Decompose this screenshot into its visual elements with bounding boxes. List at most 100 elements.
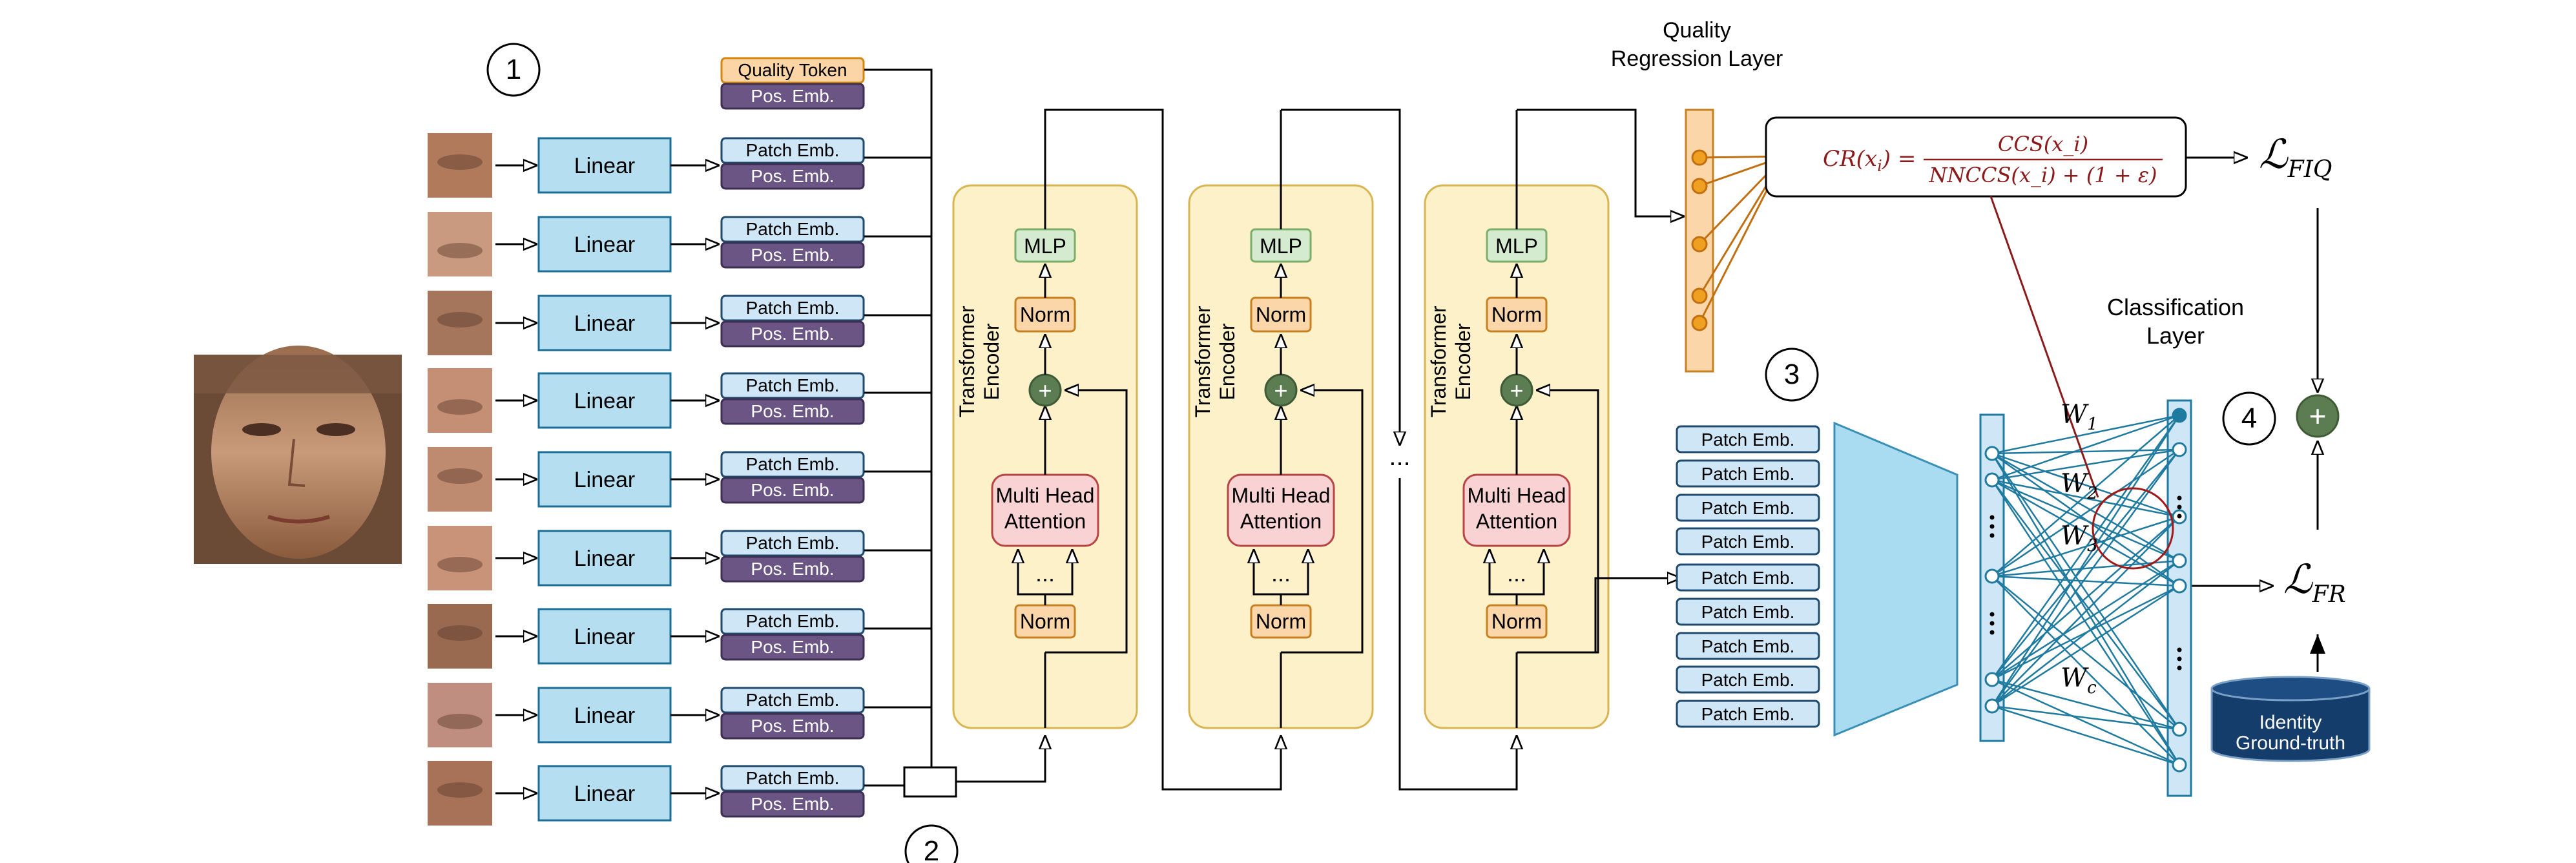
face-patch-feature-5 [437,468,483,484]
encoder-label-1: TransformerEncoder [955,306,1003,417]
linear-box-9 [537,765,672,822]
linear-projection-column: LinearLinearLinearLinearLinearLinearLine… [495,137,672,822]
face-patch-4 [428,368,492,433]
output-patch-emb-box-5 [1676,563,1820,592]
network-edge-5-7 [1991,705,2180,766]
network-edge-4-6 [1991,678,2180,731]
encoder-3-attention-label-1: Multi Head [1468,484,1566,507]
pos-emb-label-9: Pos. Emb. [751,794,834,814]
pos-emb-box-2 [720,242,865,269]
encoder-3-norm-top-label: Norm [1491,303,1542,326]
input-face-image [194,346,402,564]
encoder-1-mlp-label: MLP [1024,234,1066,258]
quality-weight-link [1989,196,2099,498]
linear-label-8: Linear [574,703,636,728]
pos-emb-box-8 [720,712,865,740]
network-edge-5-1 [1991,415,2181,707]
encoder-3-residual [1517,390,1599,654]
encoder-1-attn-input-2 [1044,549,1072,605]
network-edge-2-5 [1991,479,2180,587]
weight-2-symbol: W [2061,469,2089,499]
pos-emb-label-8: Pos. Emb. [751,716,834,736]
svg-text:ℒFR: ℒFR [2283,556,2346,608]
encoder-label-2: TransformerEncoder [1191,306,1239,417]
network-ellipsis-dot-1-2 [1989,524,1995,529]
step-1-label: 1 [506,54,521,85]
pos-emb-box-5 [720,477,865,504]
feature-node-4 [1984,672,2000,687]
identity-label-2: Ground-truth [2236,733,2345,754]
encoder-1-attn-ellipsis: ... [1035,560,1055,587]
network-edge-2-1 [1991,414,2180,481]
encoder-2-plus-label: + [1274,377,1287,404]
encoder-3-mlp-label: MLP [1495,234,1538,258]
network-ellipsis-dot-4-2 [2177,656,2182,661]
class-node-7 [2172,757,2187,773]
classification-network [1979,399,2192,797]
face-patch-5 [428,447,492,512]
network-ellipsis-dot-3-1 [2177,495,2182,501]
identity-ground-truth-database: Identity Ground-truth [2210,634,2371,762]
face-patch-6 [428,526,492,590]
pos-emb-box-9 [720,791,865,818]
patch-emb-box-3 [720,295,865,322]
feature-projection-trapezoid [1833,421,1958,737]
step-4-label: 4 [2241,402,2257,434]
svg-text:W2: W2 [2061,469,2098,503]
encoder-2-attention-label-2: Attention [1240,510,1322,533]
pos-emb-label-4: Pos. Emb. [751,401,834,421]
pos-emb-box-3 [720,320,865,348]
loss-fiq-symbol: ℒ [2259,130,2289,178]
formula-denominator: NNCCS(x_i) + (1 + ε) [1929,163,2157,187]
face-patch-feature-1 [437,154,483,170]
network-edge-4-2 [1991,449,2180,680]
patch-emb-label-6: Patch Emb. [746,533,840,553]
patch-emb-label-9: Patch Emb. [746,768,840,788]
formula-lhs-sub: i [1877,157,1882,175]
output-patch-emb-label-8: Patch Emb. [1701,670,1795,690]
encoder-3-attn-input-2 [1515,549,1544,605]
pos-emb-label-2: Pos. Emb. [751,245,834,265]
quality-node-3 [1691,236,1708,253]
quality-node-1 [1691,149,1708,166]
network-ellipsis-dot-3-2 [2177,504,2182,510]
pos-emb-label-6: Pos. Emb. [751,559,834,579]
linear-label-6: Linear [574,546,636,571]
encoder-1-attention-label-1: Multi Head [996,484,1095,507]
linear-label-3: Linear [574,311,636,336]
output-patch-emb-label-9: Patch Emb. [1701,704,1795,724]
network-ellipsis-dot-2-1 [1989,612,1995,617]
patch-emb-label-7: Patch Emb. [746,611,840,631]
patch-emb-label-2: Patch Emb. [746,219,840,239]
network-edge-5-2 [1991,449,2181,707]
linear-label-2: Linear [574,233,636,257]
linear-label-9: Linear [574,782,636,806]
linear-label-7: Linear [574,625,636,649]
svg-text:Wc: Wc [2061,663,2097,698]
linear-label-5: Linear [574,468,636,492]
class-node-5 [2172,578,2187,594]
weight-c-symbol: W [2061,663,2089,693]
face-patch-2 [428,212,492,276]
network-ellipsis-dot-2-3 [1989,630,1995,635]
patch-emb-box-8 [720,687,865,714]
encoder-2-attention-label-1: Multi Head [1232,484,1331,507]
network-edge-2-3 [1991,479,2180,518]
quality-regression-title-1: Quality [1663,18,1731,43]
encoder-1-norm-top-label: Norm [1020,303,1070,326]
output-patch-emb-label-5: Patch Emb. [1701,568,1795,588]
loss-sum-node: + [2296,394,2340,530]
face-patch-feature-2 [437,243,483,258]
face-patch-9 [428,761,492,826]
formula-lhs-end: ) = [1882,146,1916,172]
encoder-2-attn-input-2 [1280,549,1308,605]
network-edge-1-3 [1991,452,2180,518]
class-node-4 [2172,553,2187,568]
loss-fr-subscript: FR [2312,581,2346,608]
weight-labels: W1 W2 W3 Wc [2061,400,2098,698]
network-ellipsis-dot-3-3 [2177,514,2182,519]
face-patch-feature-3 [437,312,483,328]
